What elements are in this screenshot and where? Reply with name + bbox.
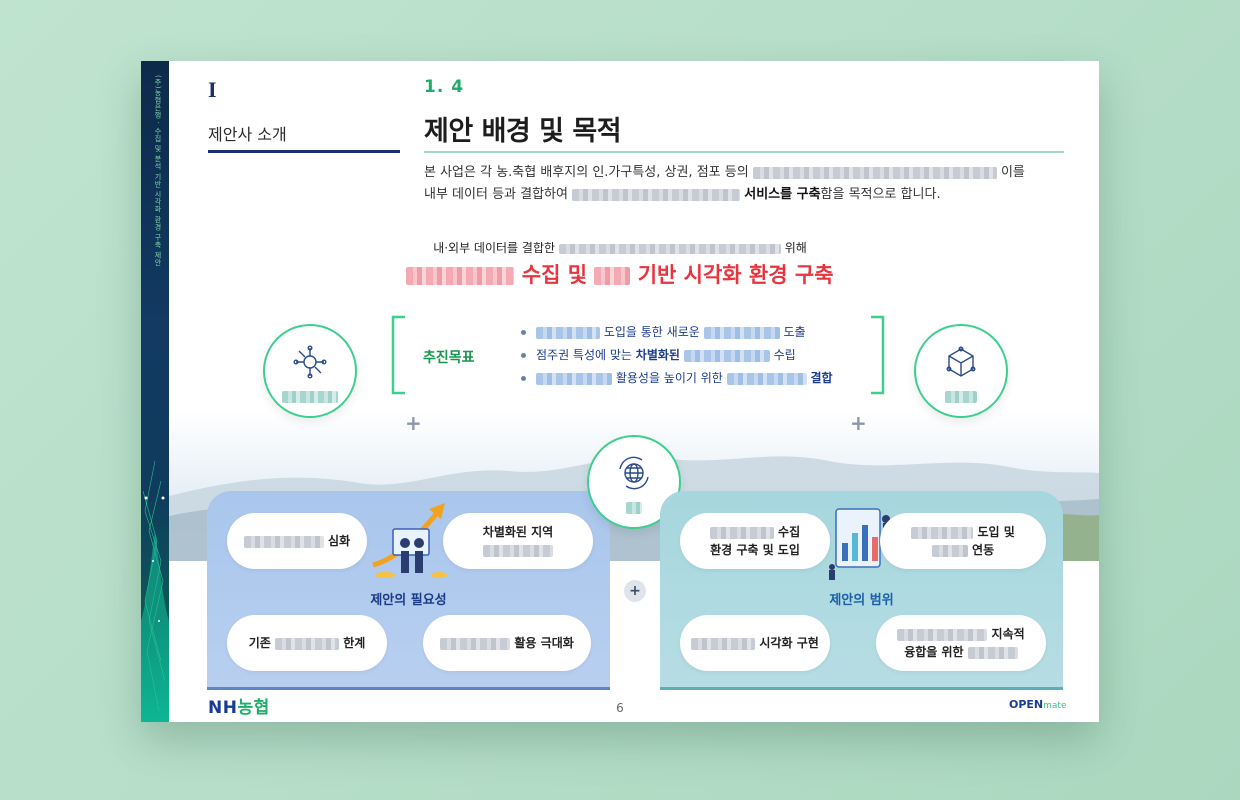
goal-item: 점주권 특성에 맞는 차별화된 수립 <box>521 344 833 367</box>
network-decoration-icon <box>141 460 169 722</box>
business-handshake-illustration <box>372 503 447 578</box>
decorative-side-strip: (주)농협은행 · 수집 및 분석 기반 시각화 환경 구축 제안 <box>141 61 169 722</box>
section-number: I <box>208 77 217 102</box>
page-title: 제안 배경 및 목적 <box>424 116 622 147</box>
redacted-text <box>282 390 338 403</box>
section-title: 제안사 소개 <box>208 125 287 144</box>
redacted-text <box>752 166 997 179</box>
redacted-text <box>536 372 612 385</box>
headline-sub-a: 내·외부 데이터를 결합한 <box>433 241 556 255</box>
redacted-text <box>691 637 756 650</box>
plus-icon: + <box>850 411 867 435</box>
redacted-text <box>967 646 1018 659</box>
subsection-number: 1. 4 <box>424 77 465 97</box>
circuit-network-icon <box>293 345 327 379</box>
left-feature-circle <box>263 324 357 418</box>
intro-line1-a: 본 사업은 각 농.축협 배후지의 인.가구특성, 상권, 점포 등의 <box>424 165 749 180</box>
redacted-text <box>440 637 511 650</box>
necessity-pill-4: 활용 극대화 <box>423 615 591 671</box>
intro-paragraph: 본 사업은 각 농.축협 배후지의 인.가구특성, 상권, 점포 등의 이를 내… <box>424 162 1064 206</box>
necessity-pill-2: 차별화된 지역 <box>443 513 593 569</box>
redacted-text <box>243 535 324 548</box>
redacted-text <box>275 637 339 650</box>
slide: (주)농협은행 · 수집 및 분석 기반 시각화 환경 구축 제안 I 제안사 … <box>141 61 1099 722</box>
necessity-pill-1: 심화 <box>227 513 367 569</box>
redacted-text <box>594 267 631 285</box>
redacted-text <box>931 544 968 557</box>
necessity-pill-3: 기존 한계 <box>227 615 387 671</box>
headline-main: 수집 및 기반 시각화 환경 구축 <box>141 259 1099 289</box>
goal-item: 도입을 통한 새로운 도출 <box>521 321 833 344</box>
headline-main-b: 기반 시각화 환경 구축 <box>637 263 834 287</box>
intro-line1-b: 이를 <box>1000 165 1025 180</box>
headline-sub: 내·외부 데이터를 결합한 위해 <box>141 239 1099 256</box>
redacted-text <box>626 501 642 514</box>
goal-list: 도입을 통한 새로운 도출 점주권 특성에 맞는 차별화된 수립 활용성을 높이… <box>521 321 833 390</box>
goal-item: 활용성을 높이기 위한 결합 <box>521 367 833 390</box>
redacted-text <box>683 349 770 362</box>
necessity-title: 제안의 필요성 <box>370 593 447 608</box>
intro-line2-bold: 서비스를 구축 <box>744 187 821 202</box>
intro-line2-c: 함을 목적으로 합니다. <box>820 187 941 202</box>
scope-pill-2: 도입 및 연동 <box>880 513 1046 569</box>
title-divider <box>424 151 1064 153</box>
redacted-text <box>536 326 600 339</box>
redacted-text <box>945 390 977 403</box>
cube-network-icon <box>946 346 976 377</box>
redacted-text <box>558 243 781 254</box>
section-underline <box>208 150 400 153</box>
headline-sub-b: 위해 <box>784 241 807 255</box>
redacted-text <box>572 188 741 201</box>
strip-vertical-text: (주)농협은행 · 수집 및 분석 기반 시각화 환경 구축 제안 <box>154 75 162 267</box>
page-number: 6 <box>616 701 624 715</box>
right-feature-circle <box>914 324 1008 418</box>
globe-refresh-icon <box>619 456 649 490</box>
redacted-text <box>703 326 780 339</box>
redacted-text <box>709 526 774 539</box>
goal-label: 추진목표 <box>423 350 475 366</box>
redacted-text <box>897 628 988 641</box>
redacted-text <box>482 544 553 557</box>
redacted-text <box>726 372 807 385</box>
plus-icon: + <box>624 580 646 602</box>
intro-line2-a: 내부 데이터 등과 결합하여 <box>424 187 568 202</box>
plus-icon: + <box>405 411 422 435</box>
redacted-text <box>911 526 974 539</box>
redacted-text <box>406 267 515 285</box>
goal-bracket-icon <box>391 315 885 395</box>
scope-pill-3: 시각화 구현 <box>680 615 830 671</box>
nh-logo: NH농협 <box>208 698 270 718</box>
scope-title: 제안의 범위 <box>829 593 894 608</box>
goal-box: 추진목표 도입을 통한 새로운 도출 점주권 특성에 맞는 차별화된 수립 활용… <box>391 315 885 395</box>
headline-main-a: 수집 및 <box>521 263 588 287</box>
necessity-panel: 심화 차별화된 지역 제안의 필요성 기존 한계 활용 극대화 <box>207 491 610 690</box>
openmate-logo: OPENmate <box>1009 698 1067 711</box>
